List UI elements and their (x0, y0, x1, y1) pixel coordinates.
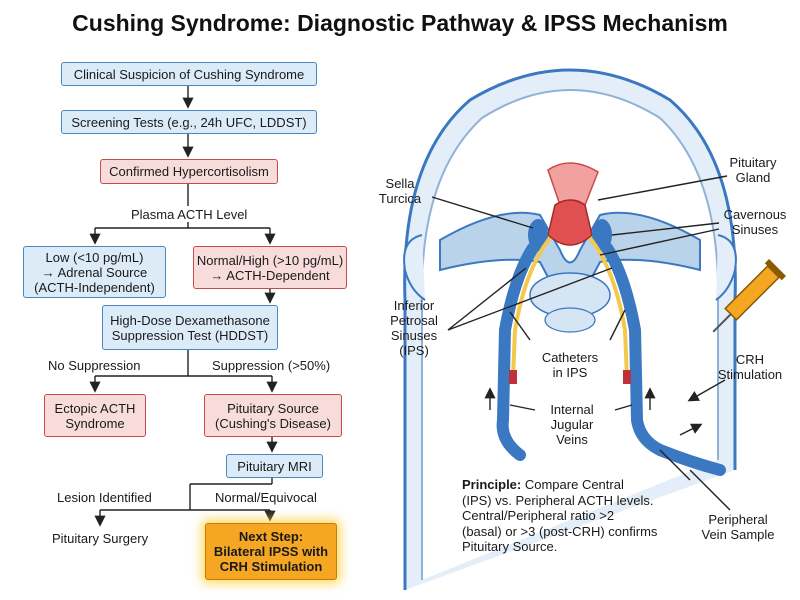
pituitary-mri-text: Pituitary MRI (237, 458, 312, 474)
clinical-suspicion-text: Clinical Suspicion of Cushing Syndrome (73, 66, 305, 82)
sella-turcica-label: Sella Turcica (370, 176, 430, 206)
low-acth-line3: (ACTH-Independent) (34, 279, 155, 295)
catheters-label: Catheters in IPS (532, 350, 608, 380)
cavernous-sinuses-label: Cavernous Sinuses (716, 207, 794, 237)
hddst-line1: High-Dose Dexamethasone (110, 312, 270, 328)
next-step-ipss-box: Next Step: Bilateral IPSS with CRH Stimu… (205, 523, 337, 580)
left-ear (403, 234, 426, 301)
skull-base (439, 211, 701, 311)
cavernous-line1: Cavernous (723, 207, 787, 222)
principle-line5: Pituitary Source. (462, 539, 558, 554)
suppression-label: Suppression (>50%) (212, 358, 331, 373)
confirmed-hypercortisolism-text: Confirmed Hypercortisolism (109, 164, 269, 179)
crh-line2: Stimulation (717, 367, 783, 382)
jugular-line2: Jugular (550, 417, 594, 432)
pituitary-source-line2: (Cushing's Disease) (215, 415, 331, 431)
right-catheter (588, 236, 629, 379)
peripheral-vein-sample-label: Peripheral Vein Sample (690, 512, 786, 542)
no-suppression-label: No Suppression (48, 358, 141, 373)
screening-tests-box: Screening Tests (e.g., 24h UFC, LDDST) (61, 110, 317, 134)
crh-syringe-icon (712, 258, 787, 333)
pituitary-source-line1: Pituitary Source (227, 400, 319, 416)
ectopic-acth-box: Ectopic ACTH Syndrome (44, 394, 146, 437)
high-acth-line1: Normal/High (>10 pg/mL) (196, 252, 344, 268)
next-step-line2: Bilateral IPSS with (213, 544, 329, 559)
right-ear (715, 234, 737, 301)
high-acth-box: Normal/High (>10 pg/mL) → ACTH-Dependent (193, 246, 347, 289)
principle-line4: (basal) or >3 (post-CRH) confirms (462, 523, 658, 539)
hddst-line2: Suppression Test (HDDST) (111, 327, 269, 343)
left-catheter-tip (509, 370, 517, 384)
page-title: Cushing Syndrome: Diagnostic Pathway & I… (72, 10, 728, 36)
pituitary-label-line2: Gland (735, 170, 771, 185)
ips-line1: Inferior (393, 298, 435, 313)
left-catheter (511, 236, 552, 379)
crh-stimulation-label: CRH Stimulation (712, 352, 788, 382)
internal-jugular-veins-label: Internal Jugular Veins (536, 402, 608, 447)
ectopic-line1: Ectopic ACTH (54, 400, 136, 416)
right-jugular-vein (601, 242, 726, 476)
pituitary-gland-shape (547, 199, 593, 246)
peripheral-line1: Peripheral (708, 512, 768, 527)
low-acth-line2: → Adrenal Source (41, 264, 148, 280)
cavernous-line2: Sinuses (731, 222, 779, 237)
principle-line2: (IPS) vs. Peripheral ACTH levels. (462, 492, 654, 508)
principle-note: Principle: Compare Central (IPS) vs. Per… (462, 477, 722, 555)
pituitary-source-box: Pituitary Source (Cushing's Disease) (204, 394, 342, 437)
right-catheter-tip (623, 370, 631, 384)
crh-line1: CRH (735, 352, 765, 367)
clinical-suspicion-box: Clinical Suspicion of Cushing Syndrome (61, 62, 317, 86)
confirmed-hypercortisolism-box: Confirmed Hypercortisolism (100, 159, 278, 184)
low-acth-line1: Low (<10 pg/mL) (45, 249, 144, 265)
sella-line1: Sella (385, 176, 415, 191)
principle-label: Principle: (462, 477, 522, 492)
jugular-line3: Veins (556, 432, 588, 447)
catheters-line1: Catheters (541, 350, 599, 365)
jugular-line1: Internal (550, 402, 594, 417)
ips-line2: Petrosal (390, 313, 438, 328)
pituitary-surgery-label: Pituitary Surgery (52, 531, 149, 546)
pituitary-mri-box: Pituitary MRI (226, 454, 323, 478)
plasma-acth-label: Plasma ACTH Level (131, 207, 248, 222)
sella-line2: Turcica (378, 191, 422, 206)
next-step-line3: CRH Stimulation (219, 559, 323, 574)
peripheral-line2: Vein Sample (701, 527, 775, 542)
ectopic-line2: Syndrome (65, 415, 125, 431)
screening-tests-text: Screening Tests (e.g., 24h UFC, LDDST) (71, 114, 307, 130)
pituitary-gland-label: Pituitary Gland (722, 155, 784, 185)
lesion-identified-label: Lesion Identified (57, 490, 152, 505)
normal-equivocal-label: Normal/Equivocal (215, 490, 317, 505)
inferior-petrosal-sinuses-label: Inferior Petrosal Sinuses (IPS) (382, 298, 446, 358)
left-jugular-vein (496, 242, 539, 461)
ips-line3: Sinuses (390, 328, 438, 343)
hddst-box: High-Dose Dexamethasone Suppression Test… (102, 305, 278, 350)
principle-line3: Central/Peripheral ratio >2 (462, 508, 615, 523)
pituitary-label-line1: Pituitary (729, 155, 777, 170)
principle-line1: Compare Central (521, 477, 624, 492)
ips-line4: (IPS) (399, 343, 429, 358)
high-acth-line2: → ACTH-Dependent (210, 267, 330, 283)
catheters-line2: in IPS (552, 365, 588, 380)
low-acth-box: Low (<10 pg/mL) → Adrenal Source (ACTH-I… (23, 246, 166, 298)
next-step-line1: Next Step: (238, 529, 304, 544)
